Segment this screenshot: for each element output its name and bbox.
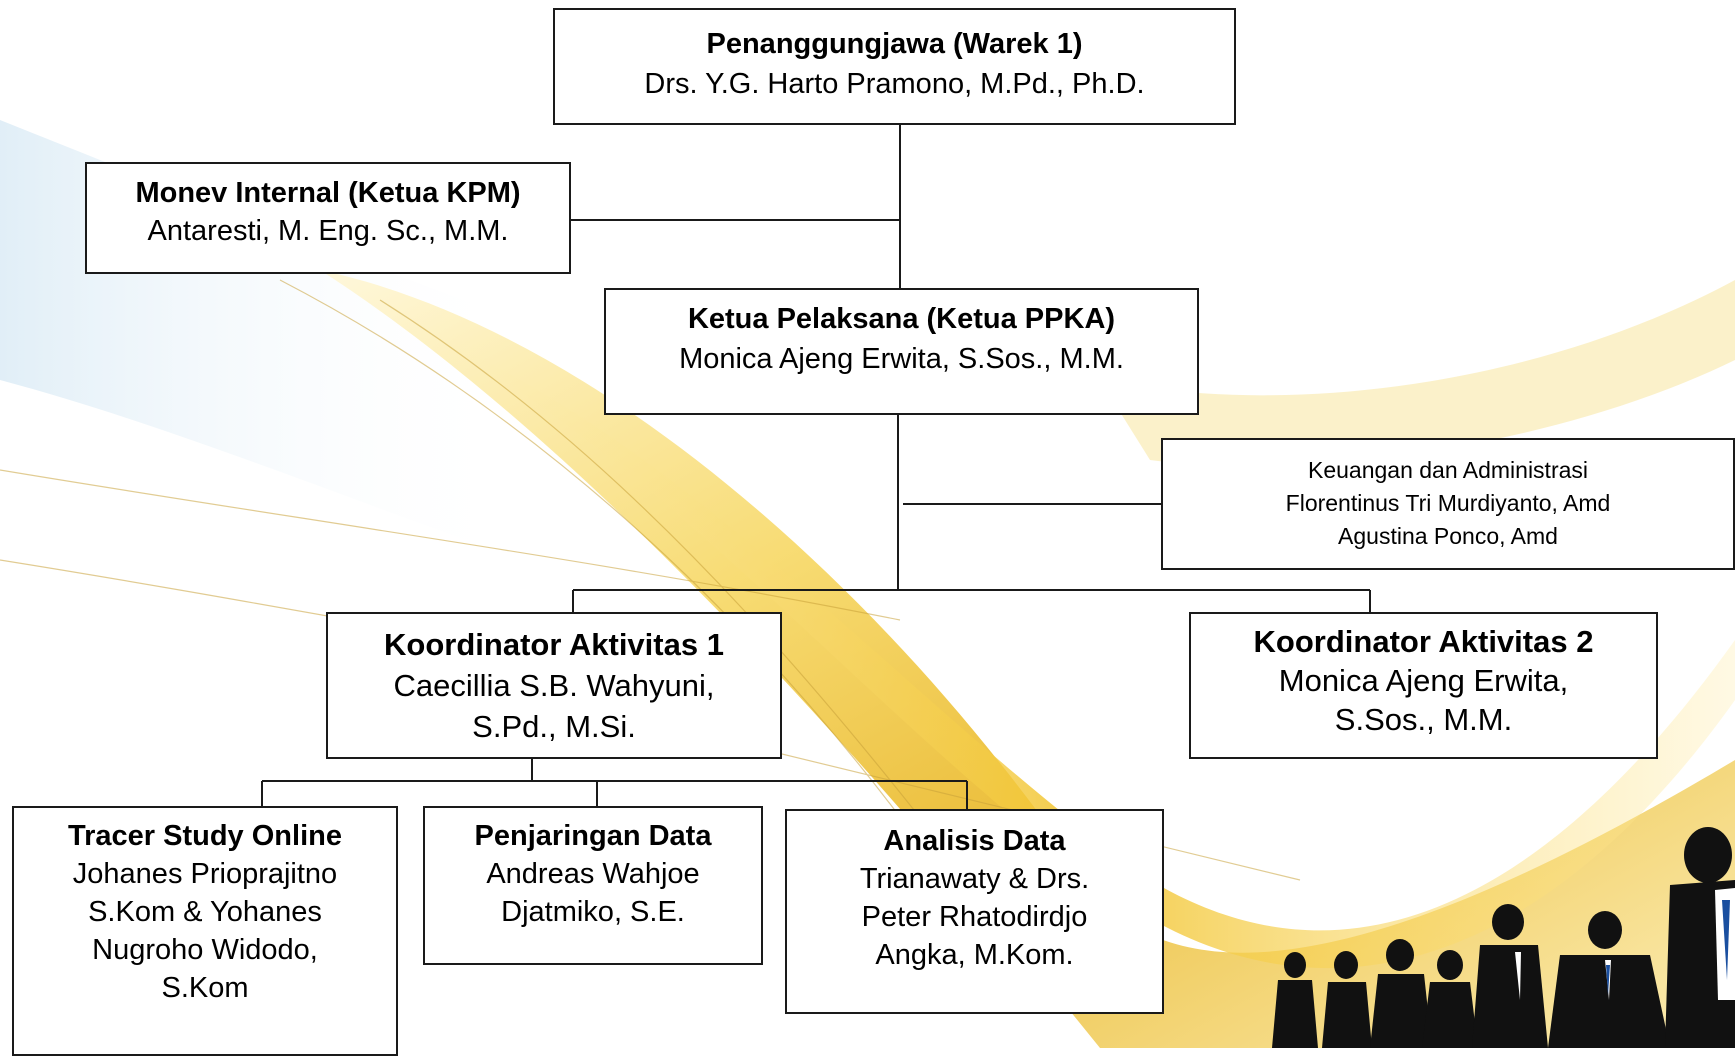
box-tracer-study-title: Tracer Study Online [68,820,342,852]
box-tracer-study-line4: S.Kom [161,972,249,1004]
box-ketua-pelaksana: Ketua Pelaksana (Ketua PPKA) Monica Ajen… [604,288,1199,415]
box-penanggungjawab: Penanggungjawa (Warek 1) Drs. Y.G. Harto… [553,8,1236,125]
box-penjaringan-data-line2: Djatmiko, S.E. [501,896,685,928]
box-monev: Monev Internal (Ketua KPM) Antaresti, M.… [85,162,571,274]
box-koordinator-2-line1: Monica Ajeng Erwita, [1278,663,1569,698]
box-keuangan-title: Keuangan dan Administrasi [1307,457,1589,483]
box-koordinator-1-title: Koordinator Aktivitas 1 [384,627,724,662]
box-tracer-study-line1: Johanes Prioprajitno [72,858,338,890]
box-keuangan-line2: Agustina Ponco, Amd [1338,523,1558,549]
box-monev-name: Antaresti, M. Eng. Sc., M.M. [147,215,509,247]
gold-swoosh-main [320,270,1735,1048]
box-analisis-data: Analisis Data Trianawaty & Drs. Peter Rh… [785,809,1164,1014]
box-analisis-data-title: Analisis Data [883,825,1066,857]
box-penanggungjawab-title: Penanggungjawa (Warek 1) [706,28,1083,60]
box-koordinator-1-line2: S.Pd., M.Si. [472,709,636,744]
box-koordinator-2-line2: S.Sos., M.M. [1334,702,1513,737]
box-koordinator-1-line1: Caecillia S.B. Wahyuni, [393,668,715,703]
gold-swoosh-upper [1100,280,1735,466]
box-penanggungjawab-name: Drs. Y.G. Harto Pramono, M.Pd., Ph.D. [644,68,1145,100]
box-monev-title: Monev Internal (Ketua KPM) [135,177,521,209]
box-ketua-pelaksana-name: Monica Ajeng Erwita, S.Sos., M.M. [679,343,1124,375]
box-ketua-pelaksana-title: Ketua Pelaksana (Ketua PPKA) [687,303,1116,335]
box-analisis-data-line1: Trianawaty & Drs. [859,863,1090,895]
box-koordinator-2-title: Koordinator Aktivitas 2 [1253,624,1594,659]
box-tracer-study-line2: S.Kom & Yohanes [88,896,322,928]
box-penjaringan-data-line1: Andreas Wahjoe [486,858,700,890]
business-people-silhouettes [1272,827,1735,1048]
box-tracer-study-line3: Nugroho Widodo, [92,934,318,966]
box-tracer-study: Tracer Study Online Johanes Prioprajitno… [12,806,398,1056]
box-analisis-data-line2: Peter Rhatodirdjo [861,901,1088,933]
box-koordinator-1: Koordinator Aktivitas 1 Caecillia S.B. W… [326,612,782,759]
box-keuangan: Keuangan dan Administrasi Florentinus Tr… [1161,438,1735,570]
box-analisis-data-line3: Angka, M.Kom. [875,939,1074,971]
box-koordinator-2: Koordinator Aktivitas 2 Monica Ajeng Erw… [1189,612,1658,759]
box-penjaringan-data: Penjaringan Data Andreas Wahjoe Djatmiko… [423,806,763,965]
box-penjaringan-data-title: Penjaringan Data [474,820,712,852]
box-keuangan-line1: Florentinus Tri Murdiyanto, Amd [1285,490,1611,516]
